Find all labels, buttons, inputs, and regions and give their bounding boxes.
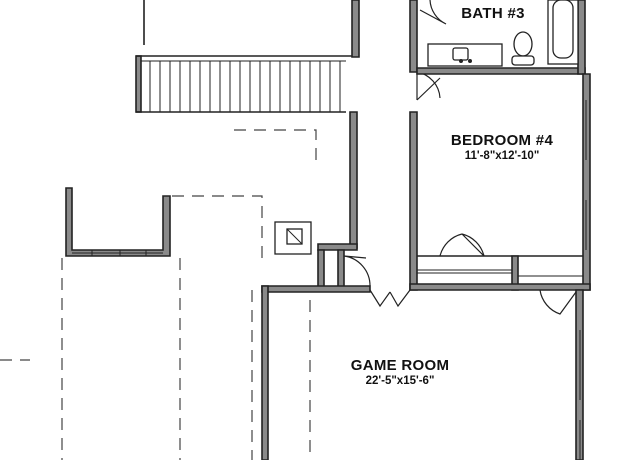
toilet-bowl xyxy=(513,31,533,57)
wall-bath-left xyxy=(409,0,418,73)
faucet-2 xyxy=(468,59,472,63)
bay-window-walls xyxy=(65,187,171,257)
closet-shelf xyxy=(417,269,516,274)
room-name: BEDROOM #4 xyxy=(450,132,554,149)
door-game-double xyxy=(369,289,411,308)
wall-hall-left xyxy=(349,111,358,249)
wall-bath-bottom xyxy=(416,67,586,75)
stair-treads xyxy=(141,60,346,112)
door-bedroom-closet xyxy=(439,233,485,257)
toilet-tank xyxy=(511,55,535,66)
room-dimensions: 11'-8"x12'-10" xyxy=(464,150,540,162)
bathtub-inner xyxy=(552,0,574,59)
wall-closet xyxy=(317,249,325,291)
room-name: GAME ROOM xyxy=(350,357,450,374)
wall-stair-left xyxy=(135,55,142,113)
wall-closet-right xyxy=(337,249,345,291)
wall-hall-right xyxy=(409,111,418,291)
door-upper-left xyxy=(419,0,447,25)
room-label-bedroom4: BEDROOM #4 11'-8"x12'-10" xyxy=(451,132,553,162)
dashed-line-mid xyxy=(172,195,263,258)
dashed-line-upper xyxy=(234,129,317,165)
wall-bedroom-bottom xyxy=(409,283,591,291)
wall-game-top-left xyxy=(261,285,371,293)
bay-window-glass xyxy=(72,250,163,256)
door-bath xyxy=(416,71,441,100)
vent-cross xyxy=(286,228,303,245)
wall-hall-bottom-left xyxy=(317,243,358,251)
room-label-bath3: BATH #3 xyxy=(461,5,525,22)
door-bedroom xyxy=(416,77,441,101)
door-game-right xyxy=(539,289,577,315)
room-label-game-room: GAME ROOM 22'-5"x15'-6" xyxy=(351,357,450,387)
room-dimensions: 22'-5"x15'-6" xyxy=(365,375,435,387)
faucet xyxy=(459,59,463,63)
door-closet xyxy=(343,255,371,287)
sink-basin xyxy=(452,47,469,61)
wall-bath-right xyxy=(577,0,586,75)
room-name: BATH #3 xyxy=(461,5,525,22)
wall-upper-mid xyxy=(351,0,360,58)
wall-game-left xyxy=(261,285,269,460)
